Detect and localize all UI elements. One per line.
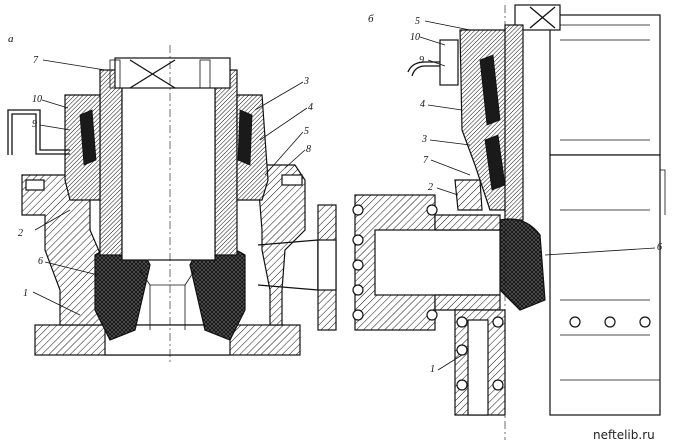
- housing-bolt-left-a: [25, 179, 45, 191]
- callout-b-7: 7: [423, 155, 429, 166]
- packing-element-b: [499, 218, 546, 311]
- valve-b: [439, 39, 459, 86]
- lube-pipe-b: [407, 61, 450, 77]
- housing-right-a: [238, 164, 306, 326]
- outlet-pipe-b: [374, 229, 501, 296]
- callout-b-1: 1: [430, 364, 435, 375]
- callout-b-4: 4: [420, 99, 425, 110]
- motor-housing-b: [549, 14, 661, 156]
- drive-bushing-a: [114, 57, 231, 89]
- bushing-bolts-a: [109, 59, 121, 89]
- rotating-sleeve-left-a: [99, 69, 123, 256]
- lower-bore-b: [467, 319, 489, 416]
- motor-housing-detail-b: [560, 24, 666, 215]
- bearing-rollers-b: [479, 54, 501, 126]
- leader-lines: [32, 20, 656, 371]
- drive-bushing-cross-b: [529, 6, 556, 29]
- callout-a-8: 8: [306, 144, 311, 155]
- bushing-bolts-right-a: [199, 59, 211, 89]
- bearing-rollers-left-a: [79, 109, 97, 166]
- rotating-sleeve-right-a: [214, 69, 238, 256]
- callout-b-6: 6: [657, 242, 662, 253]
- lower-bolts-b: [456, 316, 651, 391]
- callouts-view-b: 5 10 9 4 3 7 2 6 1: [410, 16, 662, 375]
- lube-pipe-a: [7, 109, 70, 155]
- callout-a-9: 9: [32, 119, 37, 130]
- ring-b: [454, 179, 483, 211]
- panel-label-a: а: [8, 33, 14, 45]
- column-detail-b: [560, 209, 660, 381]
- callout-b-3: 3: [421, 134, 427, 145]
- callout-b-5: 5: [415, 16, 420, 27]
- bearing-rollers-right-a: [237, 109, 253, 166]
- callout-a-3: 3: [303, 76, 309, 87]
- drive-bushing-cross-a: [129, 59, 176, 89]
- throat-a: [139, 269, 196, 330]
- callout-b-9: 9: [419, 55, 424, 66]
- callout-b-2: 2: [428, 182, 433, 193]
- outlet-bore-a: [317, 239, 337, 291]
- column-b: [549, 154, 661, 416]
- flange-bolts-b: [352, 204, 438, 321]
- callout-a-5: 5: [304, 126, 309, 137]
- watermark: neftelib.ru: [593, 428, 655, 442]
- callout-a-1: 1: [23, 288, 28, 299]
- panel-label-b: б: [368, 13, 374, 25]
- housing-bolt-right-a: [281, 174, 303, 186]
- callout-a-7: 7: [33, 55, 39, 66]
- bore-a: [121, 84, 216, 261]
- callout-b-10: 10: [410, 32, 420, 43]
- view-a: [7, 45, 337, 362]
- callout-a-4: 4: [308, 102, 313, 113]
- callout-a-6: 6: [38, 256, 43, 267]
- view-b: [352, 4, 666, 440]
- callouts-view-a: 7 10 9 2 6 1 3 4 5 8: [18, 55, 313, 299]
- rotating-sleeve-b: [504, 24, 524, 221]
- callout-a-10: 10: [32, 94, 42, 105]
- callout-a-2: 2: [18, 228, 23, 239]
